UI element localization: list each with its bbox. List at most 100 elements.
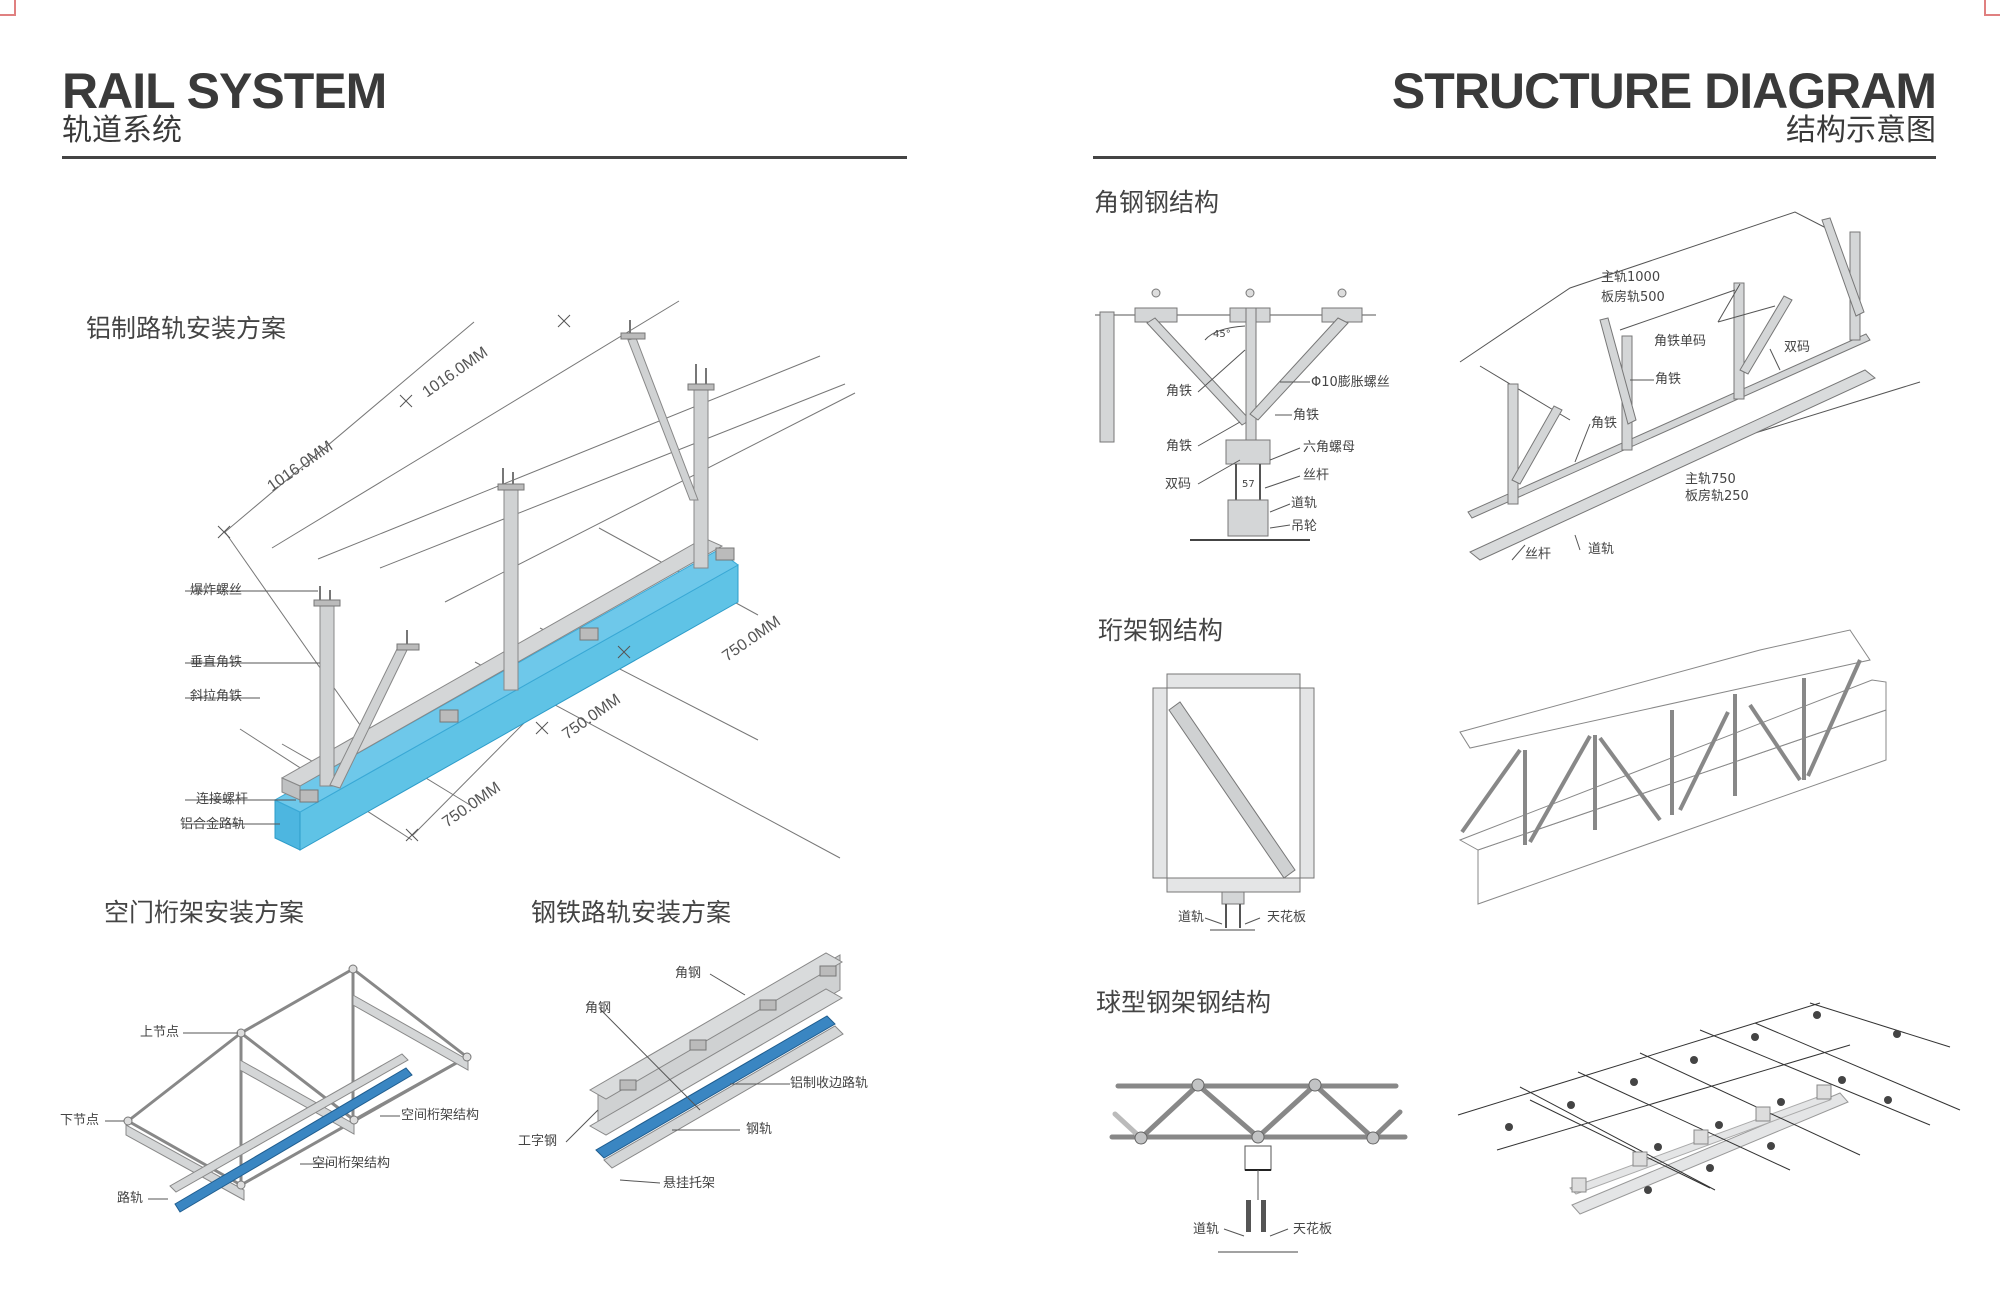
portal-truss-inner-beam: [169, 1053, 409, 1193]
hanger-clip: [579, 627, 599, 641]
label-expansion-bolt: 爆炸螺丝: [190, 583, 243, 598]
frame-member: [1639, 1052, 1861, 1156]
truss-right-post: [1299, 687, 1315, 879]
label-diagonal-angle: 斜拉角铁: [190, 689, 243, 704]
label-i-beam: 工字钢: [518, 1134, 558, 1149]
label-pulley: 吊轮: [1291, 519, 1318, 534]
frame-node: [1654, 1143, 1662, 1151]
frame-diagonal: [1138, 1082, 1201, 1141]
frame-hanger: [1816, 1084, 1832, 1100]
truss-brace: [1678, 711, 1730, 811]
track-hanger: [1221, 891, 1245, 905]
label-space-truss-1: 空间桁架结构: [401, 1108, 480, 1123]
angle-clip: [759, 999, 777, 1011]
iso-diagonal-angle: [1739, 295, 1793, 375]
truss-brace: [1598, 736, 1662, 822]
top-plate: [313, 599, 341, 607]
label-space-truss-2: 空间桁架结构: [312, 1156, 391, 1171]
leader-line: [1204, 917, 1223, 925]
frame-node: [1505, 1123, 1513, 1131]
top-plate: [620, 332, 646, 340]
truss-steel-heading: 珩架钢结构: [1098, 616, 1224, 645]
right-header-rule: [1093, 156, 1936, 159]
frame-diagonal: [1312, 1082, 1376, 1141]
iso-diagonal-angle: [1599, 317, 1637, 425]
ball-node: [1134, 1131, 1148, 1145]
angle-arc: [1204, 325, 1246, 341]
dimension-line: [224, 321, 475, 533]
truss-brace: [1460, 748, 1522, 834]
frame-member: [1519, 1086, 1716, 1191]
truss-brace: [1528, 735, 1592, 843]
frame-hanger: [1632, 1151, 1648, 1167]
frame-node: [1767, 1142, 1775, 1150]
frame-node: [1715, 1121, 1723, 1129]
portal-truss-heading: 空门桁架安装方案: [104, 898, 305, 927]
space-frame-heading: 球型钢架钢结构: [1096, 988, 1272, 1017]
iso-track: [1469, 369, 1876, 561]
angle-clip: [689, 1039, 707, 1051]
aluminum-rail-heading: 铝制路轨安装方案: [86, 314, 287, 343]
top-plate: [497, 483, 525, 491]
label-alloy-rail: 铝合金路轨: [180, 817, 246, 832]
truss-left-post: [1152, 687, 1168, 879]
label-double-clamp: 双码: [1165, 477, 1192, 492]
label-rail: 路轨: [117, 1191, 144, 1206]
bolt-head: [1337, 288, 1347, 298]
truss-node: [462, 1052, 472, 1062]
right-page-subtitle: 结构示意图: [1786, 113, 1936, 148]
label-single-clamp: 角铁单码: [1654, 334, 1707, 349]
frame-rail: [1571, 1092, 1849, 1215]
ball-node: [1366, 1131, 1380, 1145]
label-hanging-bracket: 悬挂托架: [663, 1176, 716, 1191]
frame-diagonal: [1255, 1082, 1318, 1140]
frame-node: [1813, 1011, 1821, 1019]
iso-vertical-angle: [1507, 383, 1519, 505]
frame-hanger: [1571, 1177, 1587, 1193]
angle-clip: [619, 1079, 637, 1091]
frame-node: [1884, 1096, 1892, 1104]
truss-diagonal: [1168, 701, 1296, 879]
label-truss-ceiling: 天花板: [1267, 910, 1307, 925]
truss-member: [127, 1119, 242, 1187]
leader-line: [1619, 289, 1736, 331]
leader-line: [1574, 534, 1581, 551]
leader-line: [1197, 459, 1241, 485]
leader-line: [1717, 283, 1741, 323]
dimension-tick: [399, 394, 413, 408]
label-hex-nut: 六角螺母: [1303, 440, 1356, 455]
frame-node: [1751, 1033, 1759, 1041]
label-angle-iron-1: 角铁: [1166, 384, 1193, 399]
label-board-rail-250: 板房轨250: [1685, 489, 1749, 504]
leader-line: [1244, 917, 1261, 925]
label-steel-track: 钢轨: [746, 1122, 773, 1137]
truss-top: [1459, 629, 1871, 749]
frame-node: [1644, 1186, 1652, 1194]
leader-line: [1717, 305, 1776, 323]
dimension-tick: [617, 645, 631, 659]
truss-member: [353, 1055, 468, 1122]
label-main-rail-1000: 主轨1000: [1601, 270, 1661, 285]
hanger-clip: [715, 547, 735, 561]
label-frame-track: 道轨: [1193, 1222, 1220, 1237]
leader-line: [1574, 423, 1591, 463]
truss-member: [352, 967, 468, 1059]
label-angle-steel-2: 角钢: [585, 1001, 612, 1016]
truss-member: [127, 1031, 242, 1123]
label-iso-threaded-rod: 丝杆: [1525, 547, 1552, 562]
hanger-clip: [439, 709, 459, 723]
frame-member: [1496, 1044, 1851, 1151]
frame-member: [1577, 1071, 1791, 1171]
label-edge-rail: 铝制收边路轨: [790, 1076, 869, 1091]
leader-line: [1223, 1228, 1245, 1237]
label-angle-steel-1: 角钢: [675, 966, 702, 981]
label-expansion-bolt-10: Φ10膨胀螺丝: [1311, 375, 1390, 390]
leader-line: [1269, 447, 1301, 461]
label-angle-iron-3: 角铁: [1166, 439, 1193, 454]
ball-node: [1251, 1130, 1265, 1144]
label-iso-angle-iron-2: 角铁: [1591, 416, 1618, 431]
crop-mark-top-right: [1984, 0, 2000, 16]
frame-member: [1457, 1002, 1821, 1116]
